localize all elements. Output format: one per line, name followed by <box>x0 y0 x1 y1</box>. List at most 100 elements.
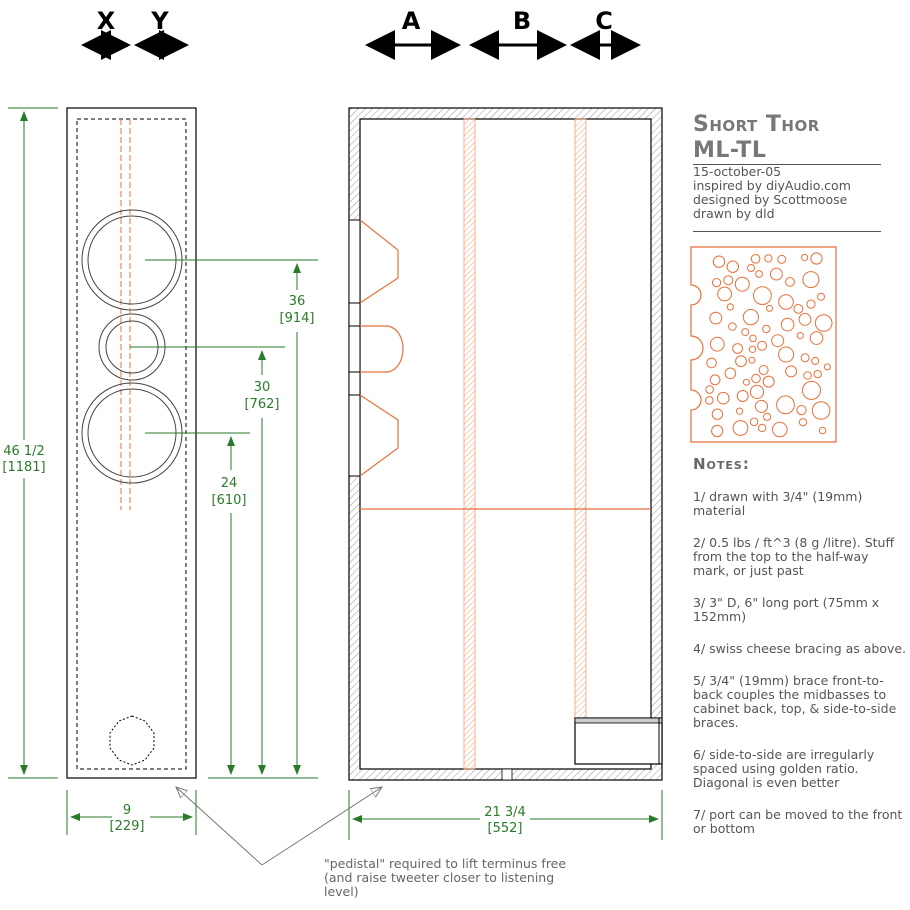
terminal-icon <box>109 715 155 766</box>
brace-hole <box>747 264 755 272</box>
brace-hole <box>705 396 714 405</box>
note-5: 5/ 3/4" (19mm) brace front-to-back coupl… <box>693 673 897 730</box>
brace-hole <box>749 384 765 399</box>
brace-hole <box>736 407 744 415</box>
brace-hole <box>751 373 761 384</box>
brace-hole <box>785 277 795 287</box>
brace-hole <box>736 390 749 402</box>
brace-hole <box>706 357 717 369</box>
brace-hole <box>817 292 825 301</box>
brace-hole <box>748 356 756 364</box>
notes-header: Notes: <box>693 455 750 473</box>
brace-hole <box>712 278 722 288</box>
title-line-2: ML-TL <box>693 138 881 165</box>
note-1: 1/ drawn with 3/4" (19mm) material <box>693 489 863 518</box>
meta-inspired: inspired by diyAudio.com <box>693 178 851 193</box>
brace-hole <box>798 418 808 427</box>
brace-hole <box>770 267 783 281</box>
d30-inch-label: 30 <box>254 380 271 395</box>
header-c: C <box>595 7 613 35</box>
width-mm-label: [229] <box>110 819 145 834</box>
note-4: 4/ swiss cheese bracing as above. <box>693 641 907 656</box>
brace-hole <box>762 324 771 334</box>
header-y: Y <box>150 7 169 35</box>
brace-hole <box>726 260 739 273</box>
brace-hole <box>742 309 760 326</box>
brace-hole <box>709 336 725 352</box>
brace-hole <box>711 408 724 420</box>
brace-hole <box>796 405 807 416</box>
brace-hole <box>809 331 824 345</box>
brace-hole <box>709 311 723 325</box>
depth-inch-label: 21 3/4 <box>484 805 526 820</box>
title-block: Short Thor ML-TL 15-october-05 inspired … <box>693 112 905 242</box>
meta-block: 15-october-05 inspired by diyAudio.com d… <box>693 165 881 232</box>
brace-hole <box>732 420 749 436</box>
title-line-1: Short Thor <box>693 112 820 137</box>
brace-hole <box>741 328 750 337</box>
brace-hole <box>750 253 761 264</box>
woofer-lower-profile <box>359 394 399 477</box>
header-x: X <box>97 7 116 35</box>
brace-hole <box>811 401 831 420</box>
brace-hole <box>814 314 833 332</box>
brace-hole <box>802 271 820 289</box>
brace-hole <box>763 412 772 421</box>
brace-hole <box>762 375 775 388</box>
meta-date: 15-october-05 <box>693 164 782 179</box>
brace-hole <box>800 353 810 363</box>
brace-hole <box>778 346 795 363</box>
brace-hole <box>735 355 747 368</box>
brace-hole <box>711 424 724 438</box>
pedistal-note: "pedistal" required to lift terminus fre… <box>324 856 567 899</box>
d36-inch-label: 36 <box>289 294 306 309</box>
brace-hole <box>749 334 757 343</box>
brace-hole <box>749 417 759 427</box>
brace-hole <box>709 374 721 386</box>
brace-hole <box>726 303 734 311</box>
brace-hole <box>753 286 772 306</box>
brace-hole <box>732 343 743 354</box>
brace-hole <box>780 317 795 332</box>
header-a: A <box>402 7 421 35</box>
brace-hole <box>757 340 768 351</box>
brace-hole <box>723 275 734 286</box>
side-view <box>348 107 663 781</box>
brace-hole <box>793 304 804 314</box>
brace-hole <box>806 299 816 309</box>
brace-hole <box>748 345 757 353</box>
brace-hole <box>778 294 794 310</box>
meta-designed: designed by Scottmoose <box>693 192 848 207</box>
pedistal-leaders <box>176 787 382 866</box>
d36-mm-label: [914] <box>280 311 315 326</box>
brace-hole <box>758 423 767 433</box>
brace-hole <box>734 276 750 292</box>
front-dimensions <box>8 107 318 835</box>
brace-hole <box>818 426 827 435</box>
woofer-upper-profile <box>359 219 399 304</box>
port-tube <box>574 717 663 765</box>
note-2: 2/ 0.5 lbs / ft^3 (8 g /litre). Stuff fr… <box>693 535 895 578</box>
height-inch-label: 46 1/2 <box>3 444 45 459</box>
brace-hole <box>766 304 773 312</box>
height-mm-label: [1181] <box>2 460 45 475</box>
brace-hole <box>717 286 732 302</box>
brace-hole <box>755 399 768 413</box>
width-inch-label: 9 <box>123 803 131 818</box>
brace-hole <box>717 391 730 405</box>
brace-hole <box>798 313 812 326</box>
swiss-cheese-brace <box>690 246 837 443</box>
header-b: B <box>513 7 531 35</box>
brace-hole <box>785 365 798 378</box>
depth-mm-label: [552] <box>488 821 523 836</box>
front-view <box>66 107 197 779</box>
brace-hole <box>803 371 812 380</box>
brace-hole <box>823 363 831 371</box>
note-7: 7/ port can be moved to the front or bot… <box>693 807 903 836</box>
brace-hole <box>772 421 788 438</box>
brace-hole <box>724 367 737 380</box>
brace-hole <box>742 378 750 386</box>
notes-list: 1/ drawn with 3/4" (19mm) material 2/ 0.… <box>693 490 908 854</box>
brace-hole <box>755 270 763 278</box>
